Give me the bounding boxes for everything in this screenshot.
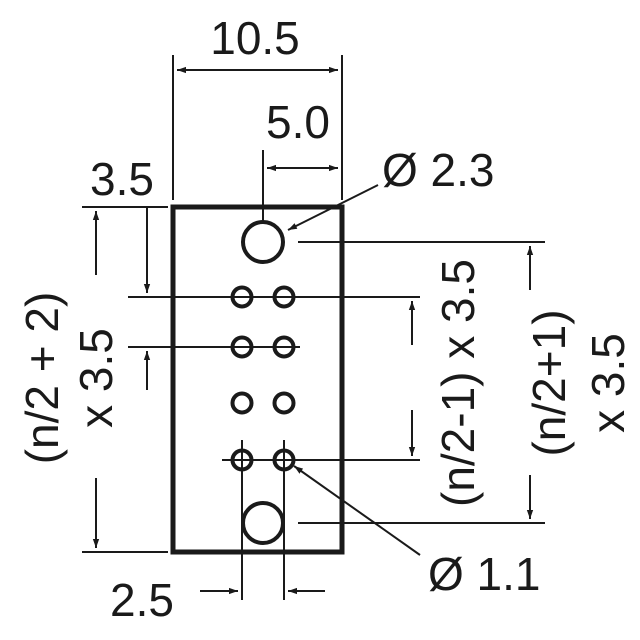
label-left-span: (n/2 + 2)	[16, 292, 68, 465]
label-pitch-top: 3.5	[90, 153, 154, 205]
label-right-span: (n/2+1)	[523, 309, 575, 456]
label-small-hole-diameter: Ø 1.1	[428, 548, 541, 600]
label-column-pitch: 2.5	[110, 574, 174, 626]
dimension-arrows	[92, 66, 534, 595]
label-left-span-mult: x 3.5	[70, 328, 122, 428]
label-middle-span: (n/2-1) x 3.5	[432, 259, 484, 507]
label-hole-offset: 5.0	[266, 96, 330, 148]
pin-hole	[230, 391, 254, 415]
pin-hole	[272, 391, 296, 415]
component-body-outline	[170, 204, 345, 555]
label-right-span-mult: x 3.5	[582, 333, 634, 433]
large-hole-top	[241, 220, 285, 264]
large-hole-bottom	[241, 501, 285, 545]
extension-lines	[82, 55, 545, 600]
label-overall-width: 10.5	[210, 12, 300, 64]
label-large-hole-diameter: Ø 2.3	[382, 144, 495, 196]
